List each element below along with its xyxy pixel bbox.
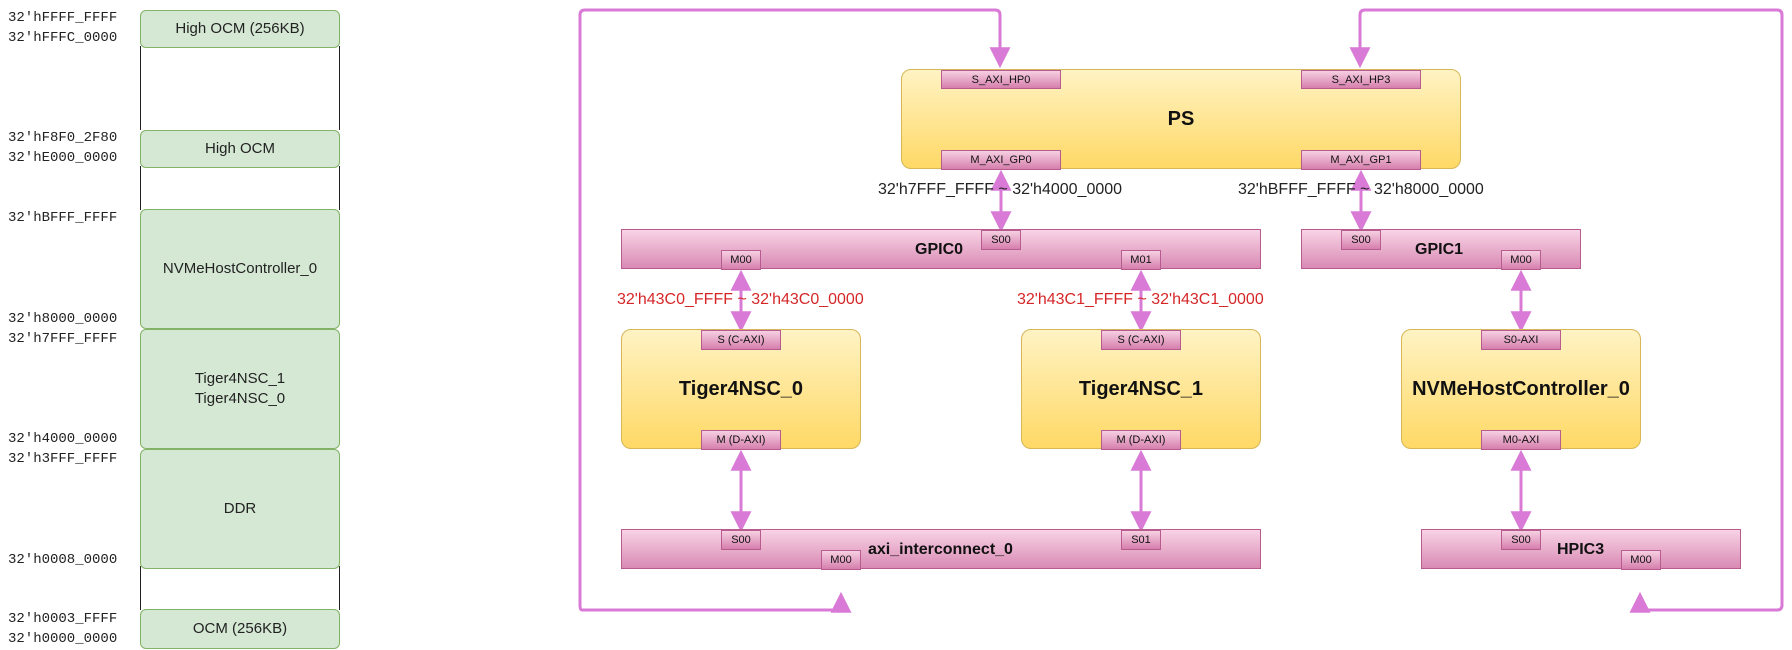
region-label: Tiger4NSC_1 — [194, 370, 286, 387]
port-label: S (C-AXI) — [1117, 334, 1165, 346]
address-label: 32'h7FFF_FFFF — [8, 331, 118, 347]
address-label: 32'h8000_0000 — [8, 311, 118, 327]
port-m-axi-gp0: M_AXI_GP0 — [941, 150, 1061, 170]
memory-region-ocm-256kb: OCM (256KB) — [140, 609, 340, 649]
address-label: 32'h4000_0000 — [8, 431, 118, 447]
port-tiger1-s-c-axi: S (C-AXI) — [1101, 330, 1181, 350]
port-s-axi-hp0: S_AXI_HP0 — [941, 70, 1061, 89]
axi-interconnect-title: axi_interconnect_0 — [868, 541, 1013, 558]
hpic3-title: HPIC3 — [1557, 541, 1605, 558]
tiger0-address-range: 32'h43C0_FFFF ~ 32'h43C0_0000 — [617, 291, 864, 308]
ps-title: PS — [1167, 107, 1195, 130]
hpic3-bus — [1421, 529, 1741, 569]
port-label: S00 — [1511, 534, 1531, 546]
region-label: OCM (256KB) — [192, 620, 288, 637]
port-hpic3-s00: S00 — [1501, 530, 1541, 550]
port-gpic0-m00: M00 — [721, 250, 761, 270]
port-label: S00 — [1351, 234, 1371, 246]
memory-gap — [140, 166, 340, 210]
port-label: S0-AXI — [1503, 334, 1539, 346]
port-nvme-s0-axi: S0-AXI — [1481, 330, 1561, 350]
address-label: 32'hF8F0_2F80 — [8, 130, 118, 146]
port-label: S (C-AXI) — [717, 334, 765, 346]
address-label: 32'hFFFF_FFFF — [8, 10, 118, 26]
port-tiger0-m-d-axi: M (D-AXI) — [701, 430, 781, 450]
wire-hpic3-to-hp3 — [1349, 8, 1784, 613]
region-label: DDR — [223, 500, 257, 517]
port-label: M_AXI_GP0 — [970, 154, 1032, 166]
region-label: NVMeHostController_0 — [162, 260, 318, 277]
port-label: S00 — [991, 234, 1011, 246]
port-gpic0-s00: S00 — [981, 230, 1021, 250]
region-label: High OCM — [204, 140, 275, 157]
block-title: Tiger4NSC_0 — [678, 377, 804, 400]
port-tiger0-s-c-axi: S (C-AXI) — [701, 330, 781, 350]
gp1-address-range: 32'hBFFF_FFFF ~ 32'h8000_0000 — [1238, 181, 1484, 198]
port-gpic1-m00: M00 — [1501, 250, 1541, 270]
address-label: 32'hBFFF_FFFF — [8, 210, 118, 226]
tiger1-address-range: 32'h43C1_FFFF ~ 32'h43C1_0000 — [1017, 291, 1264, 308]
memory-region-high-ocm-256kb: High OCM (256KB) — [140, 10, 340, 48]
port-gpic1-s00: S00 — [1341, 230, 1381, 250]
block-title: Tiger4NSC_1 — [1078, 377, 1204, 400]
port-tiger1-m-d-axi: M (D-AXI) — [1101, 430, 1181, 450]
address-label: 32'h0003_FFFF — [8, 611, 118, 627]
memory-region-nvme: NVMeHostController_0 — [140, 209, 340, 329]
port-label: M00 — [1510, 254, 1532, 266]
memory-region-ddr: DDR — [140, 449, 340, 569]
port-s-axi-hp3: S_AXI_HP3 — [1301, 70, 1421, 89]
port-label: M00 — [730, 254, 752, 266]
address-label: 32'hFFFC_0000 — [8, 30, 118, 46]
memory-region-tiger4nsc: Tiger4NSC_1 Tiger4NSC_0 — [140, 329, 340, 449]
port-hpic3-m00: M00 — [1621, 550, 1661, 570]
region-label: Tiger4NSC_0 — [194, 390, 286, 407]
port-label: M01 — [1130, 254, 1152, 266]
memory-gap — [140, 46, 340, 130]
port-axi-m00: M00 — [821, 550, 861, 570]
port-label: M00 — [1630, 554, 1652, 566]
port-label: S00 — [731, 534, 751, 546]
port-nvme-m0-axi: M0-AXI — [1481, 430, 1561, 450]
port-label: M0-AXI — [1502, 434, 1540, 446]
block-title: NVMeHostController_0 — [1412, 377, 1630, 400]
tiger4nsc-0-block: Tiger4NSC_0 — [621, 329, 861, 449]
port-label: S_AXI_HP3 — [1331, 73, 1391, 86]
address-label: 32'h0008_0000 — [8, 552, 118, 568]
port-axi-s01: S01 — [1121, 530, 1161, 550]
gpic1-title: GPIC1 — [1415, 241, 1464, 258]
memory-region-high-ocm: High OCM — [140, 130, 340, 168]
port-label: M_AXI_GP1 — [1330, 154, 1392, 166]
port-axi-s00: S00 — [721, 530, 761, 550]
wire-axi-to-hp0 — [578, 8, 1011, 613]
port-m-axi-gp1: M_AXI_GP1 — [1301, 150, 1421, 170]
address-label: 32'h3FFF_FFFF — [8, 451, 118, 467]
port-gpic0-m01: M01 — [1121, 250, 1161, 270]
address-label: 32'h0000_0000 — [8, 631, 118, 647]
port-label: S01 — [1131, 534, 1151, 546]
port-label: S_AXI_HP0 — [971, 73, 1031, 86]
port-label: M (D-AXI) — [716, 434, 766, 446]
gpic0-title: GPIC0 — [915, 241, 964, 258]
address-label: 32'hE000_0000 — [8, 150, 118, 166]
port-label: M (D-AXI) — [1116, 434, 1166, 446]
memory-gap — [140, 566, 340, 610]
region-label: High OCM (256KB) — [175, 20, 305, 37]
port-label: M00 — [830, 554, 852, 566]
gp0-address-range: 32'h7FFF_FFFF ~ 32'h4000_0000 — [878, 181, 1123, 198]
